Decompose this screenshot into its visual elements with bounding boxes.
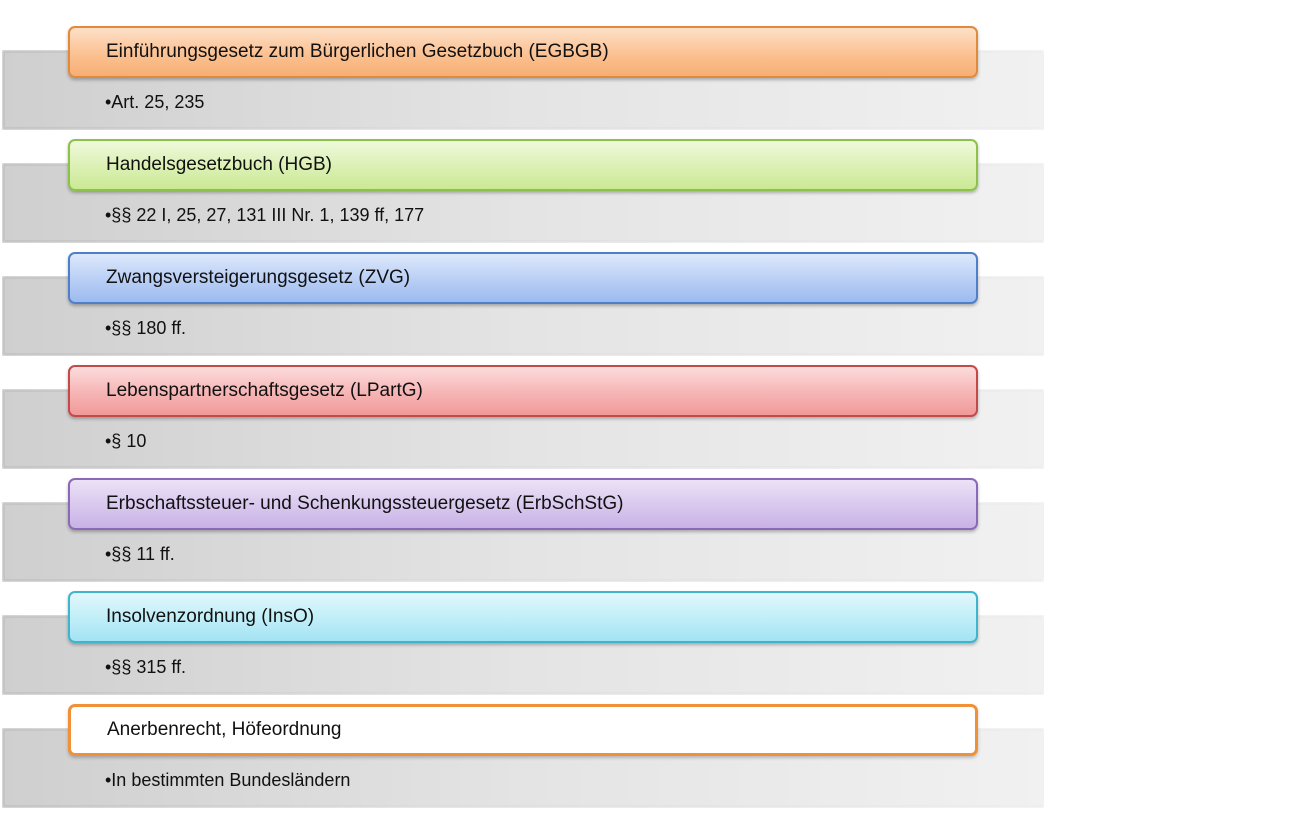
law-title: Anerbenrecht, Höfeordnung [107,719,342,740]
law-paragraphs: •§§ 315 ff. [105,657,187,677]
law-row: Einführungsgesetz zum Bürgerlichen Geset… [0,26,1050,139]
law-title: Zwangsversteigerungsgesetz (ZVG) [106,267,411,288]
law-title-box: Insolvenzordnung (InsO) [68,591,978,643]
law-title-box: Handelsgesetzbuch (HGB) [68,139,978,191]
law-title-box: Einführungsgesetz zum Bürgerlichen Geset… [68,26,978,78]
law-row: Erbschaftssteuer- und Schenkungssteuerge… [0,478,1050,591]
law-title-box: Erbschaftssteuer- und Schenkungssteuerge… [68,478,978,530]
law-row: Handelsgesetzbuch (HGB) •§§ 22 I, 25, 27… [0,139,1050,252]
law-row: Lebenspartnerschaftsgesetz (LPartG) •§ 1… [0,365,1050,478]
law-paragraphs: •§§ 180 ff. [105,318,187,338]
law-title: Lebenspartnerschaftsgesetz (LPartG) [106,380,423,401]
law-row: Anerbenrecht, Höfeordnung •In bestimmten… [0,704,1050,817]
law-paragraphs: •§§ 22 I, 25, 27, 131 III Nr. 1, 139 ff,… [105,205,425,225]
law-title: Handelsgesetzbuch (HGB) [106,154,332,175]
law-paragraphs: •In bestimmten Bundesländern [105,770,351,790]
law-title-box: Anerbenrecht, Höfeordnung [68,704,978,756]
law-row: Zwangsversteigerungsgesetz (ZVG) •§§ 180… [0,252,1050,365]
law-title: Insolvenzordnung (InsO) [106,606,315,627]
law-row: Insolvenzordnung (InsO) •§§ 315 ff. [0,591,1050,704]
law-title-box: Lebenspartnerschaftsgesetz (LPartG) [68,365,978,417]
law-title: Einführungsgesetz zum Bürgerlichen Geset… [106,41,609,62]
law-paragraphs: •§ 10 [105,431,147,451]
law-paragraphs: •§§ 11 ff. [105,544,175,564]
law-paragraphs: •Art. 25, 235 [105,92,205,112]
law-title: Erbschaftssteuer- und Schenkungssteuerge… [106,493,624,514]
law-title-box: Zwangsversteigerungsgesetz (ZVG) [68,252,978,304]
